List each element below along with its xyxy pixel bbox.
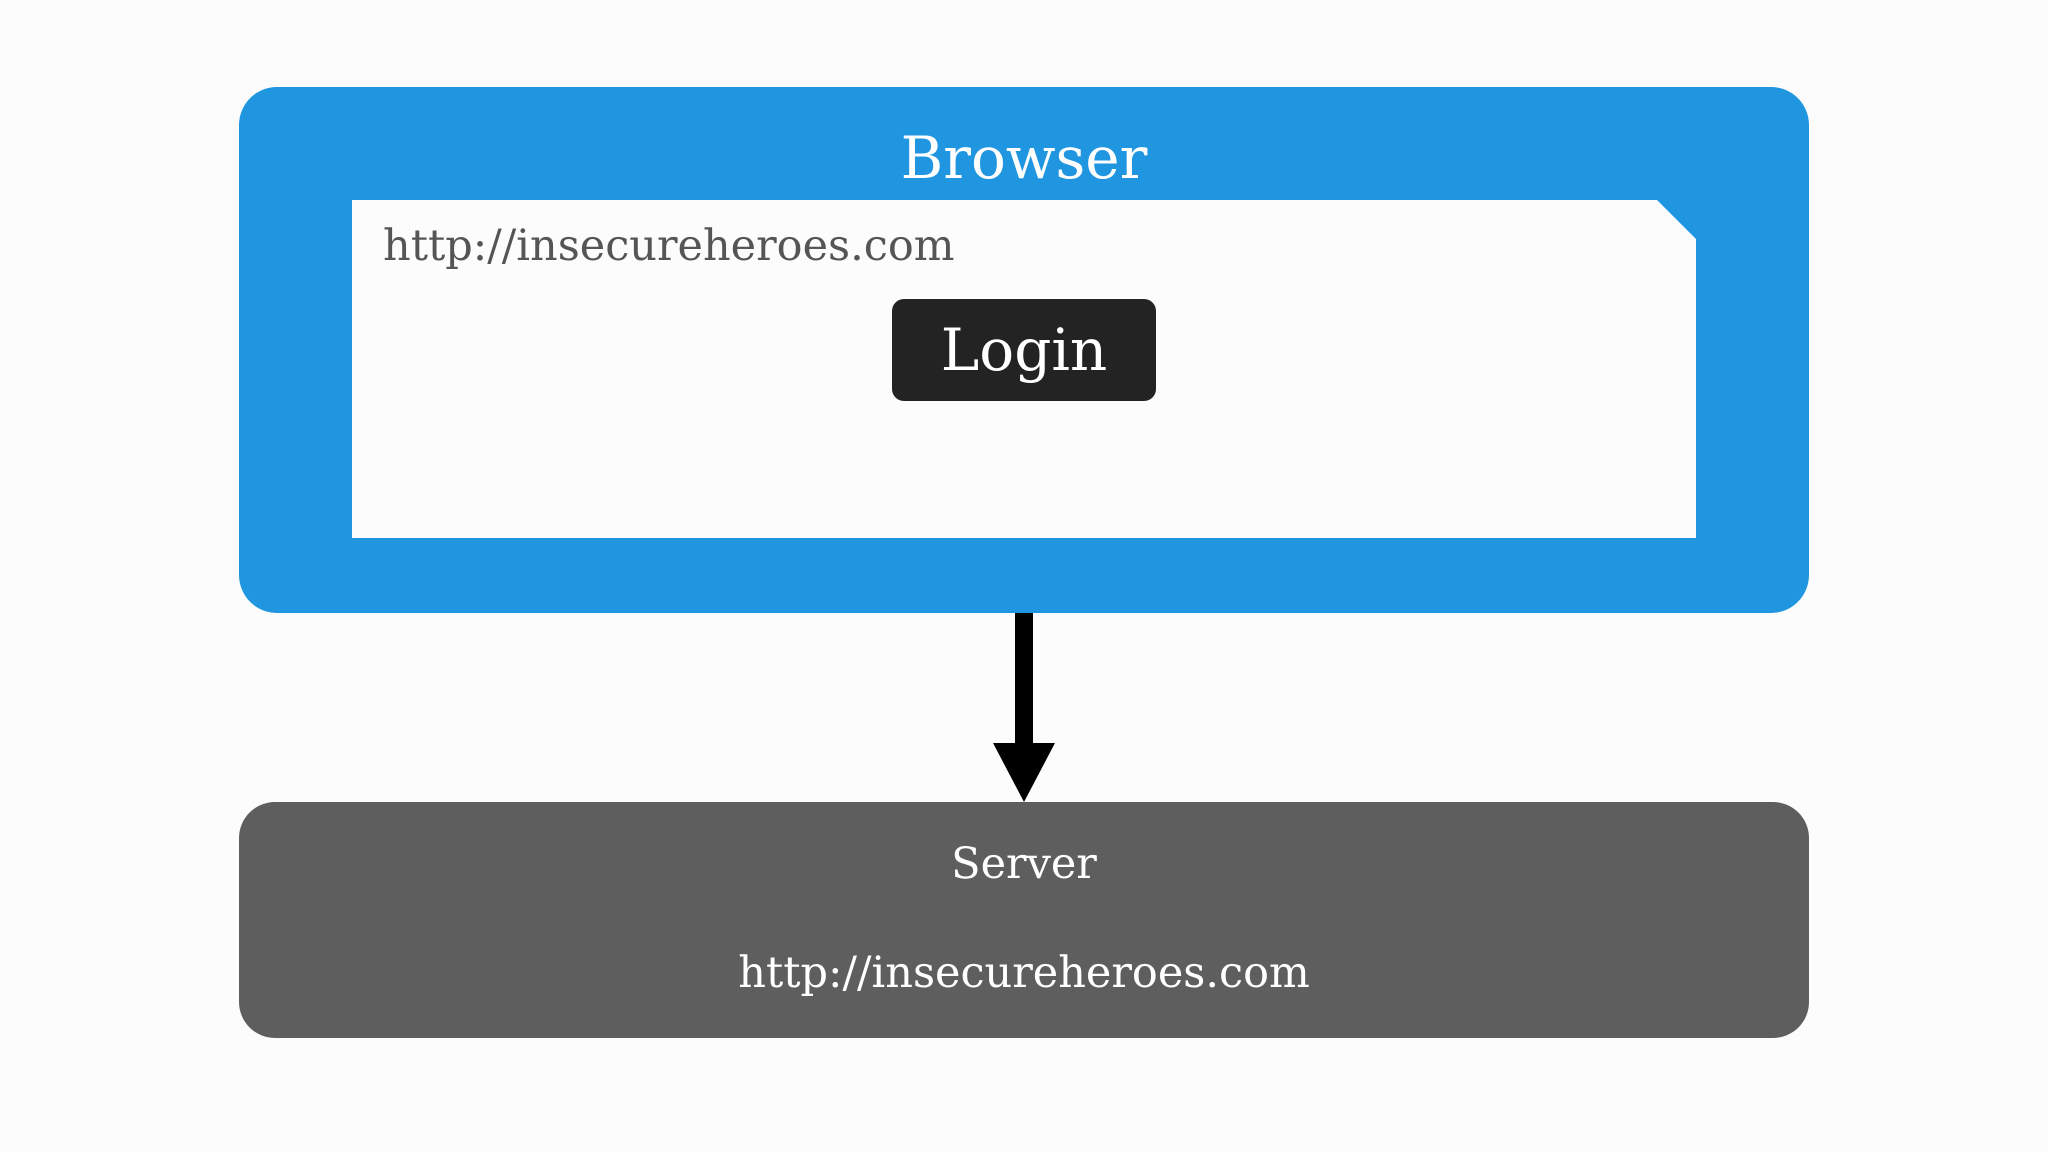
- server-title: Server: [951, 839, 1097, 889]
- arrow-shaft: [1015, 613, 1033, 749]
- server-box: [239, 802, 1809, 1038]
- browser-address-url: http://insecureheroes.com: [383, 221, 955, 271]
- login-button[interactable]: Login: [892, 299, 1156, 401]
- browser-title: Browser: [900, 124, 1148, 192]
- server-url: http://insecureheroes.com: [738, 948, 1310, 998]
- down-arrow-icon: [993, 613, 1055, 802]
- arrow-head: [993, 743, 1055, 802]
